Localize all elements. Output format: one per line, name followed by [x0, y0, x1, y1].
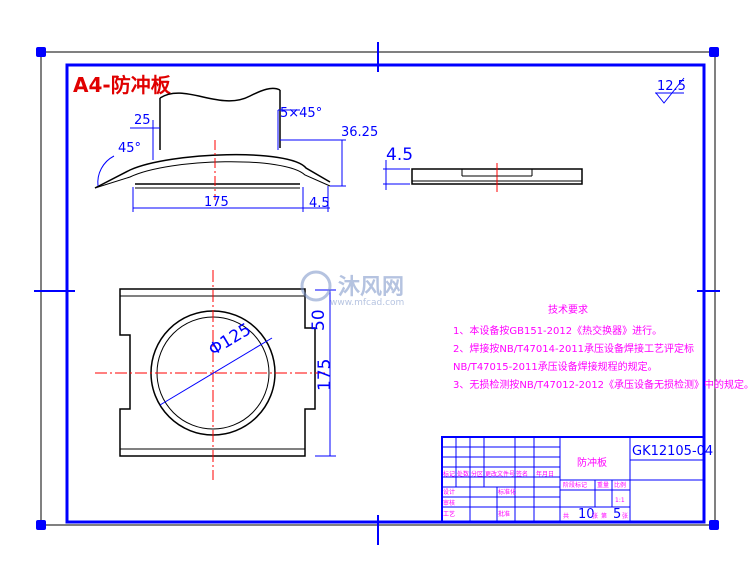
svg-text:50: 50: [309, 309, 329, 331]
corner-marks: [36, 47, 719, 530]
sheet-total: 10: [578, 507, 595, 522]
svg-text:175: 175: [315, 359, 335, 391]
drawing-title: A4-防冲板: [73, 73, 172, 97]
tech-req-title: 技术要求: [548, 303, 588, 316]
svg-text:www.mfcad.com: www.mfcad.com: [330, 298, 404, 308]
svg-text:共: 共: [563, 512, 569, 520]
svg-text:处数: 处数: [457, 470, 469, 478]
svg-text:分区: 分区: [471, 470, 483, 478]
svg-text:标记: 标记: [443, 470, 455, 478]
svg-text:比例: 比例: [614, 481, 626, 489]
svg-text:阶段标记: 阶段标记: [563, 481, 587, 489]
svg-text:175: 175: [204, 195, 229, 210]
svg-text:张: 张: [592, 512, 598, 520]
brand-logo-icon: [300, 270, 332, 302]
svg-text:4.5: 4.5: [309, 196, 330, 211]
part-name: 防冲板: [577, 456, 607, 469]
svg-text:25: 25: [134, 113, 151, 128]
side-view: 4.5: [383, 145, 583, 192]
watermark: 沐风网 www.mfcad.com: [300, 270, 404, 308]
tech-req-line-2: 2、焊接按NB/T47014-2011承压设备焊接工艺评定标: [453, 342, 694, 355]
svg-text:更改文件号: 更改文件号: [485, 470, 515, 478]
tech-req-line-3: NB/T47015-2011承压设备焊接规程的规定。: [453, 360, 658, 373]
svg-text:5×45°: 5×45°: [280, 106, 322, 121]
svg-text:批准: 批准: [498, 510, 510, 518]
technical-requirements: 技术要求 1、本设备按GB151-2012《热交换器》进行。 2、焊接按NB/T…: [453, 303, 754, 391]
center-marks: [34, 42, 720, 545]
roughness-symbol: 12.5: [655, 77, 686, 104]
tech-req-line-4: 3、无损检测按NB/T47012-2012《承压设备无损检测》中的规定。: [453, 378, 754, 391]
svg-text:36.25: 36.25: [341, 125, 378, 140]
svg-text:签名: 签名: [516, 470, 528, 478]
svg-text:4.5: 4.5: [386, 145, 413, 165]
svg-text:张: 张: [622, 512, 628, 520]
svg-text:沐风网: 沐风网: [338, 275, 404, 300]
svg-text:标准化: 标准化: [498, 488, 516, 496]
sheet-number: 5: [613, 507, 621, 522]
svg-text:年月日: 年月日: [536, 470, 554, 478]
svg-text:设计: 设计: [443, 488, 455, 496]
svg-text:12.5: 12.5: [657, 79, 686, 94]
title-block: 标记 处数 分区 更改文件号 签名 年月日 设计 审核 工艺 标准化 批准 阶段…: [441, 436, 713, 523]
drawing-frame: [65, 63, 706, 524]
svg-text:重量: 重量: [597, 481, 609, 489]
drawing-number: GK12105-04: [632, 444, 713, 459]
svg-text:工艺: 工艺: [443, 510, 455, 518]
svg-text:45°: 45°: [118, 141, 141, 156]
plan-view: Φ125 50 175: [95, 270, 336, 480]
tech-req-line-1: 1、本设备按GB151-2012《热交换器》进行。: [453, 324, 662, 337]
svg-text:第: 第: [601, 512, 607, 520]
svg-text:审核: 审核: [443, 499, 455, 507]
front-section-view: 175 4.5 36.25 25 5×45° 45°: [94, 87, 378, 212]
scale: 1:1: [615, 497, 625, 504]
